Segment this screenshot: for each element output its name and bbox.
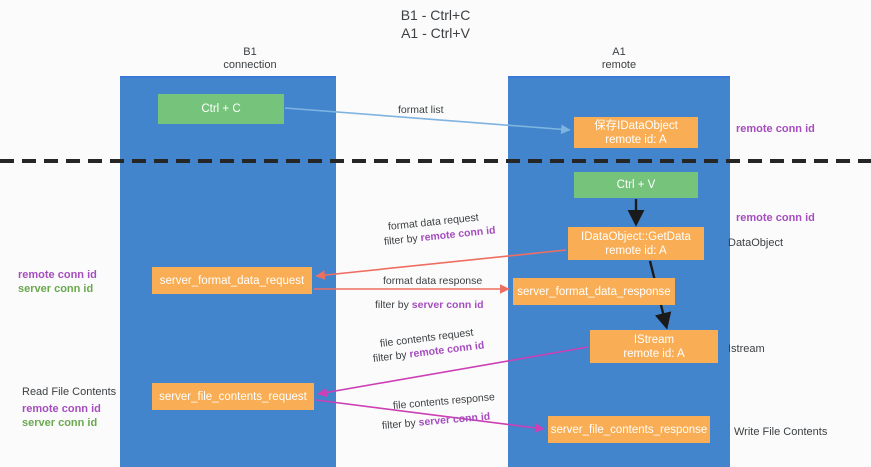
filter-prefix: filter by	[383, 232, 422, 248]
column-header-a1: A1 remote	[601, 46, 637, 71]
node-save-idataobject[interactable]: 保存IDataObject remote id: A	[574, 117, 698, 148]
side-label-istream: Istream	[728, 343, 765, 355]
node-idataobject-getdata[interactable]: IDataObject::GetData remote id: A	[568, 227, 704, 260]
side-label-read-file-contents: Read File Contents	[22, 386, 117, 398]
node-server-format-data-request[interactable]: server_format_data_request	[152, 267, 312, 294]
filter-key-server-conn-id: server conn id	[418, 410, 491, 429]
node-ctrl-v[interactable]: Ctrl + V	[574, 172, 698, 198]
node-istream[interactable]: IStream remote id: A	[590, 330, 718, 363]
side-label-remote-conn-id: remote conn id	[22, 403, 101, 415]
filter-key-server-conn-id: server conn id	[411, 299, 484, 311]
side-label-left-conn-ids-mid: remote conn id server conn id	[18, 268, 97, 296]
side-label-server-conn-id: server conn id	[22, 417, 98, 429]
side-label-dataobject: DataObject	[728, 237, 784, 249]
edge-label-format-list: format list	[398, 104, 444, 116]
side-label-left-conn-ids-bottom: remote conn id server conn id	[22, 402, 101, 430]
edge-label-format-data-response-filter: filter by server conn id	[375, 298, 484, 312]
node-server-file-contents-request[interactable]: server_file_contents_request	[152, 383, 314, 410]
side-label-write-file-contents: Write File Contents	[734, 426, 828, 438]
edge-label-format-data-response: format data response	[383, 275, 483, 287]
node-server-file-contents-response[interactable]: server_file_contents_response	[548, 416, 710, 443]
side-label-remote-conn-id-top: remote conn id	[736, 123, 815, 135]
filter-prefix: filter by	[381, 416, 420, 432]
side-label-server-conn-id: server conn id	[18, 283, 94, 295]
column-header-b1: B1 connection	[223, 46, 277, 71]
node-server-format-data-response[interactable]: server_format_data_response	[513, 278, 675, 305]
node-ctrl-c[interactable]: Ctrl + C	[158, 94, 284, 124]
lane-rule-b1	[120, 76, 336, 78]
side-label-remote-conn-id-mid: remote conn id	[736, 212, 815, 224]
side-label-remote-conn-id: remote conn id	[18, 269, 97, 281]
filter-prefix: filter by	[372, 348, 411, 365]
section-divider	[0, 159, 871, 163]
diagram-title: B1 - Ctrl+C A1 - Ctrl+V	[400, 7, 471, 41]
edge-label-file-contents-response-filter: filter by server conn id	[381, 410, 490, 433]
filter-prefix: filter by	[375, 299, 412, 311]
lane-rule-a1	[508, 76, 730, 78]
